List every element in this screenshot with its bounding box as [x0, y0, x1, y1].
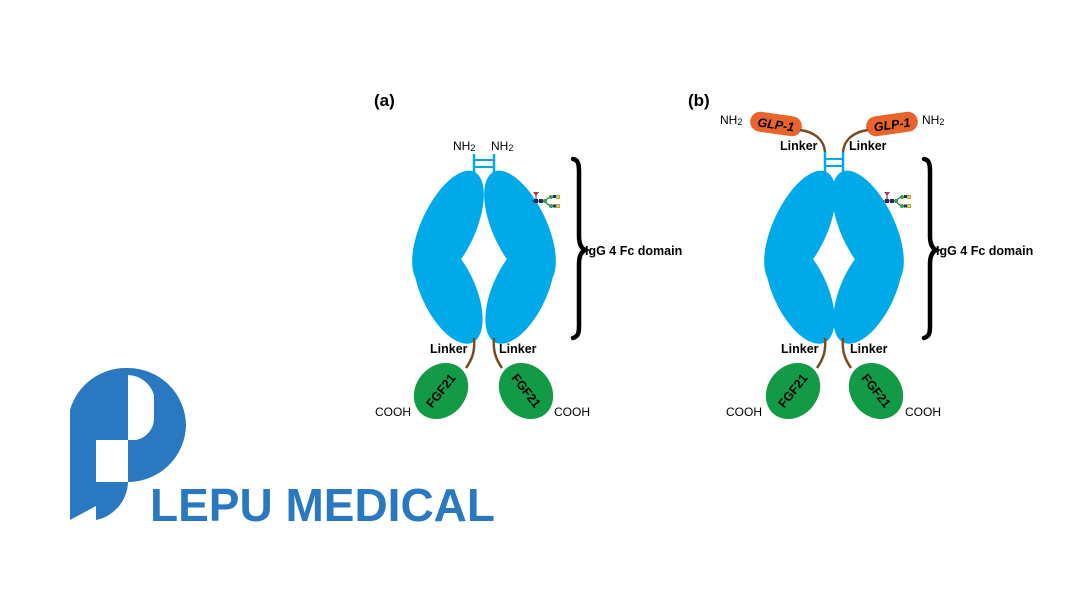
panel-b-ch3-right — [833, 236, 903, 344]
panel-a-cooh-right: COOH — [554, 405, 590, 419]
panel-b-fgf21-right: FGF21 — [848, 362, 904, 420]
panel-a-label: (a) — [374, 91, 395, 110]
panel-a-linker-left — [464, 337, 476, 369]
lepu-logo: LEPU MEDICAL — [70, 367, 495, 531]
panel-b-linker-label-left: Linker — [781, 342, 819, 356]
panel-a-cooh-left: COOH — [375, 405, 411, 419]
panel-a-fc-brace — [570, 156, 591, 341]
logo-mark-bowl — [128, 368, 186, 482]
panel-b-hinge — [823, 152, 845, 176]
panel-b-cooh-right: COOH — [905, 405, 941, 419]
panel-a-fc-domain — [412, 170, 556, 344]
panel-b: (b) NH2 NH2 GLP-1 GLP-1 Linker Linker — [688, 91, 1033, 420]
panel-b-glp1-right: GLP-1 — [866, 111, 918, 137]
logo-mark-stem — [70, 440, 96, 520]
panel-b-ch3-left — [765, 236, 835, 344]
svg-text:GLP-1: GLP-1 — [873, 115, 911, 134]
panel-b-top-linker-right — [841, 128, 869, 153]
panel-a-ch3-left — [413, 236, 483, 344]
panel-a-nh2-right: NH2 — [491, 139, 513, 153]
panel-a-glycan-icon — [532, 192, 561, 209]
panel-a-fgf21-left: FGF21 — [413, 362, 469, 420]
panel-a-fc-label: IgG 4 Fc domain — [585, 244, 682, 258]
panel-a-linker-right — [492, 337, 504, 369]
panel-b-nh2-right: NH2 — [922, 113, 944, 127]
panel-b-glycan-icon — [883, 192, 912, 209]
panel-b-linker-right — [841, 337, 853, 369]
panel-b-top-linker-label-left: Linker — [780, 139, 818, 153]
panel-a-nh2-left: NH2 — [453, 139, 475, 153]
logo-mark-upper-left — [70, 367, 128, 440]
panel-b-fc-brace — [921, 156, 942, 341]
panel-b-top-linker-label-right: Linker — [849, 139, 887, 153]
panel-a-ch3-right — [485, 236, 555, 344]
panel-a-linker-label-right: Linker — [499, 342, 537, 356]
panel-a-hinge — [472, 154, 496, 176]
panel-a: (a) NH2 NH2 — [374, 91, 682, 420]
panel-b-cooh-left: COOH — [726, 405, 762, 419]
panel-b-top-linker-left — [799, 128, 827, 153]
logo-p-mark — [70, 367, 186, 520]
panel-b-fc-domain — [764, 170, 904, 344]
company-name: LEPU MEDICAL — [150, 479, 495, 531]
panel-b-linker-label-right: Linker — [850, 342, 888, 356]
panel-b-nh2-left: NH2 — [720, 113, 742, 127]
panel-a-fgf21-right: FGF21 — [498, 362, 554, 420]
panel-b-label: (b) — [688, 91, 710, 110]
svg-text:GLP-1: GLP-1 — [757, 115, 795, 134]
panel-b-fgf21-left: FGF21 — [765, 362, 821, 420]
panel-b-linker-left — [815, 337, 827, 369]
logo-mark-tail — [96, 482, 128, 520]
panel-b-fc-label: IgG 4 Fc domain — [936, 244, 1033, 258]
panel-b-glp1-left: GLP-1 — [750, 111, 802, 137]
panel-a-linker-label-left: Linker — [430, 342, 468, 356]
